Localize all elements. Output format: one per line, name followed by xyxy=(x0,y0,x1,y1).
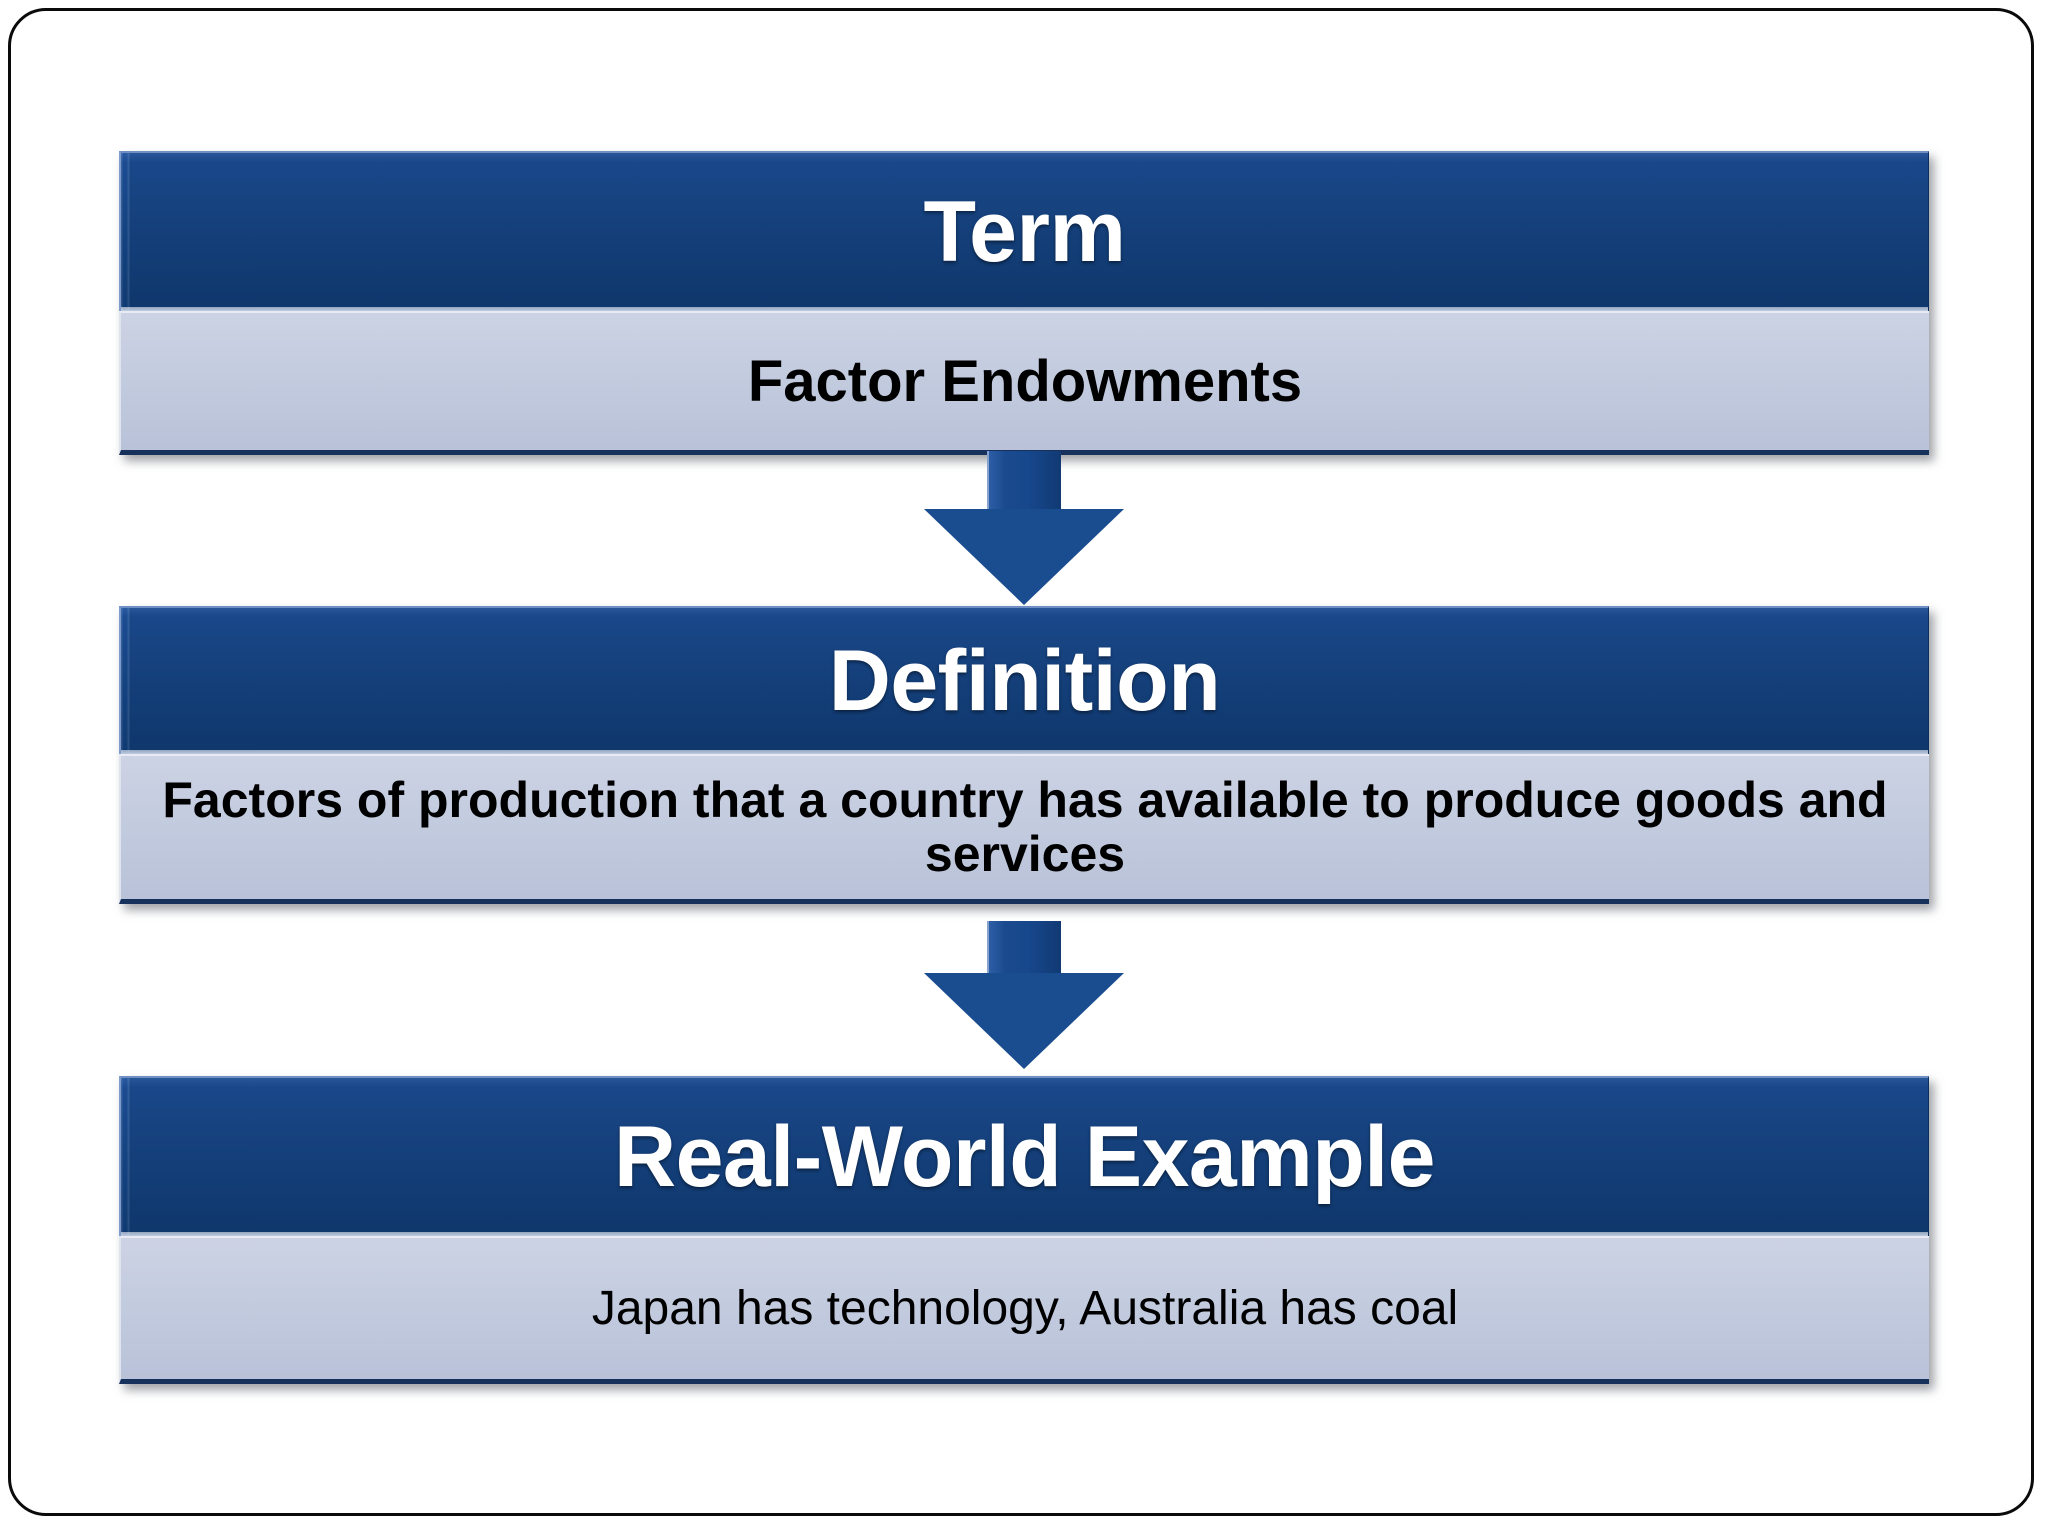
card-real-world-example: Real-World Example Japan has technology,… xyxy=(119,1076,1929,1384)
arrow-head xyxy=(924,509,1124,605)
card-real-world-example-body-text: Japan has technology, Australia has coal xyxy=(591,1282,1459,1335)
card-term-body: Factor Endowments xyxy=(119,311,1929,455)
card-term-header: Term xyxy=(119,151,1929,311)
concept-flow-diagram: Term Factor Endowments Definition Factor… xyxy=(119,151,1929,1384)
card-term: Term Factor Endowments xyxy=(119,151,1929,455)
slide-frame: Term Factor Endowments Definition Factor… xyxy=(8,8,2034,1516)
card-definition-body-text: Factors of production that a country has… xyxy=(162,772,1888,882)
card-term-header-label: Term xyxy=(923,183,1126,280)
card-term-body-text: Factor Endowments xyxy=(747,349,1303,414)
card-definition: Definition Factors of production that a … xyxy=(119,606,1929,904)
card-real-world-example-header-label: Real-World Example xyxy=(614,1108,1435,1205)
arrow-down-icon-definition-to-example xyxy=(924,921,1124,1086)
card-definition-header-label: Definition xyxy=(828,632,1221,729)
card-definition-header: Definition xyxy=(119,606,1929,754)
arrow-down-icon-term-to-definition xyxy=(924,451,1124,616)
card-real-world-example-header: Real-World Example xyxy=(119,1076,1929,1236)
arrow-head xyxy=(924,973,1124,1069)
card-real-world-example-body: Japan has technology, Australia has coal xyxy=(119,1236,1929,1384)
card-definition-body: Factors of production that a country has… xyxy=(119,754,1929,904)
